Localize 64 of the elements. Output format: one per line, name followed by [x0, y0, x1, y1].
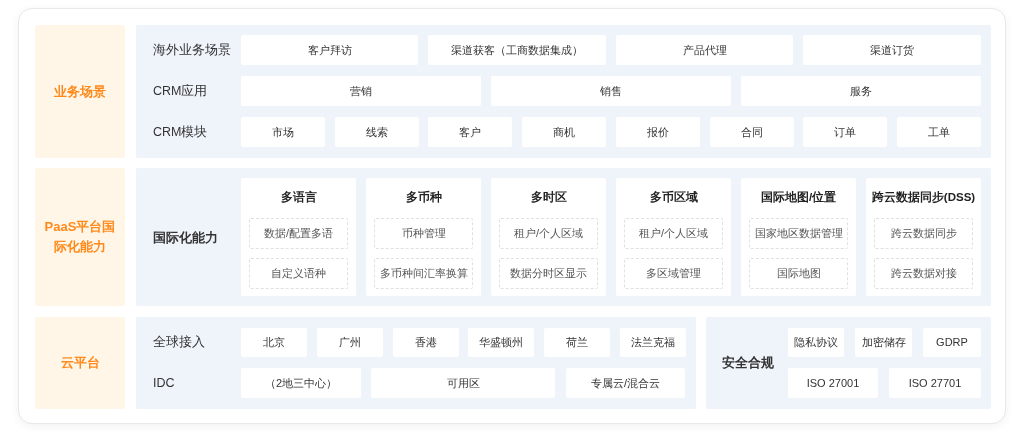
feature-tile: 荷兰	[544, 328, 610, 357]
sub-feature-tile: 币种管理	[374, 218, 473, 249]
layer-title-panel: PaaS平台国际化能力	[35, 168, 125, 306]
sub-feature-tile: 数据分时区显示	[499, 258, 598, 289]
capability-card	[616, 178, 731, 296]
feature-tile: 渠道订货	[803, 35, 981, 65]
feature-tile: 营销	[241, 76, 481, 106]
row-label: IDC	[153, 374, 176, 392]
feature-tile: 销售	[491, 76, 731, 106]
sub-feature-tile: 租户/个人区域	[624, 218, 723, 249]
card-title: 跨云数据同步(DSS)	[870, 190, 977, 206]
feature-tile: 订单	[803, 117, 887, 147]
feature-tile: 法兰克福	[620, 328, 686, 357]
sub-feature-tile: 跨云数据同步	[874, 218, 973, 249]
feature-tile: ISO 27001	[788, 368, 878, 398]
sub-feature-tile: 自定义语种	[249, 258, 348, 289]
row-label: 国际化能力	[153, 229, 219, 247]
row-label: 全球接入	[153, 334, 206, 352]
feature-tile: 华盛顿州	[468, 328, 534, 357]
feature-tile: 商机	[522, 117, 606, 147]
card-title: 多语言	[279, 190, 318, 206]
feature-tile: 服务	[741, 76, 981, 106]
card-title: 多时区	[529, 190, 568, 206]
capability-card	[866, 178, 981, 296]
feature-tile: ISO 27701	[889, 368, 981, 398]
feature-tile: （2地三中心）	[241, 368, 361, 398]
row-label: 海外业务场景	[153, 41, 232, 59]
feature-tile: 广州	[317, 328, 383, 357]
capability-card	[491, 178, 606, 296]
feature-tile: 可用区	[371, 368, 555, 398]
card-title: 国际地图/位置	[759, 190, 838, 206]
feature-tile: 专属云/混合云	[566, 368, 685, 398]
feature-tile: 报价	[616, 117, 700, 147]
feature-tile: 产品代理	[616, 35, 793, 65]
row-label: CRM模块	[153, 123, 209, 141]
sub-feature-tile: 数据/配置多语	[249, 218, 348, 249]
card-title: 多币种	[404, 189, 443, 206]
feature-tile: 隐私协议	[788, 328, 844, 357]
feature-tile: 加密储存	[855, 328, 912, 357]
layer-title-panel: 业务场景	[35, 25, 125, 158]
capability-card	[741, 178, 856, 296]
feature-tile: 客户	[428, 117, 512, 147]
sub-feature-tile: 多币种间汇率换算	[374, 258, 473, 289]
sub-feature-tile: 跨云数据对接	[874, 258, 973, 289]
capability-card	[366, 178, 481, 296]
sub-feature-tile: 租户/个人区域	[499, 218, 598, 249]
sub-feature-tile: 国家地区数据管理	[749, 218, 848, 249]
feature-tile: 工单	[897, 117, 981, 147]
sub-feature-tile: 多区域管理	[624, 258, 723, 289]
feature-tile: 渠道获客（工商数据集成）	[428, 35, 606, 65]
sub-feature-tile: 国际地图	[749, 258, 848, 289]
feature-tile: GDRP	[923, 328, 981, 357]
capability-card	[241, 178, 356, 296]
feature-tile: 客户拜访	[241, 35, 418, 65]
feature-tile: 合同	[710, 117, 794, 147]
feature-tile: 市场	[241, 117, 325, 147]
feature-tile: 香港	[393, 328, 459, 357]
feature-tile: 北京	[241, 328, 307, 357]
row-label: 安全合规	[722, 354, 775, 372]
layer-content-panel	[136, 168, 991, 306]
feature-tile: 线索	[335, 117, 419, 147]
layer-title-panel: 云平台	[35, 317, 125, 409]
row-label: CRM应用	[153, 82, 209, 100]
card-title: 多币区域	[648, 189, 699, 206]
